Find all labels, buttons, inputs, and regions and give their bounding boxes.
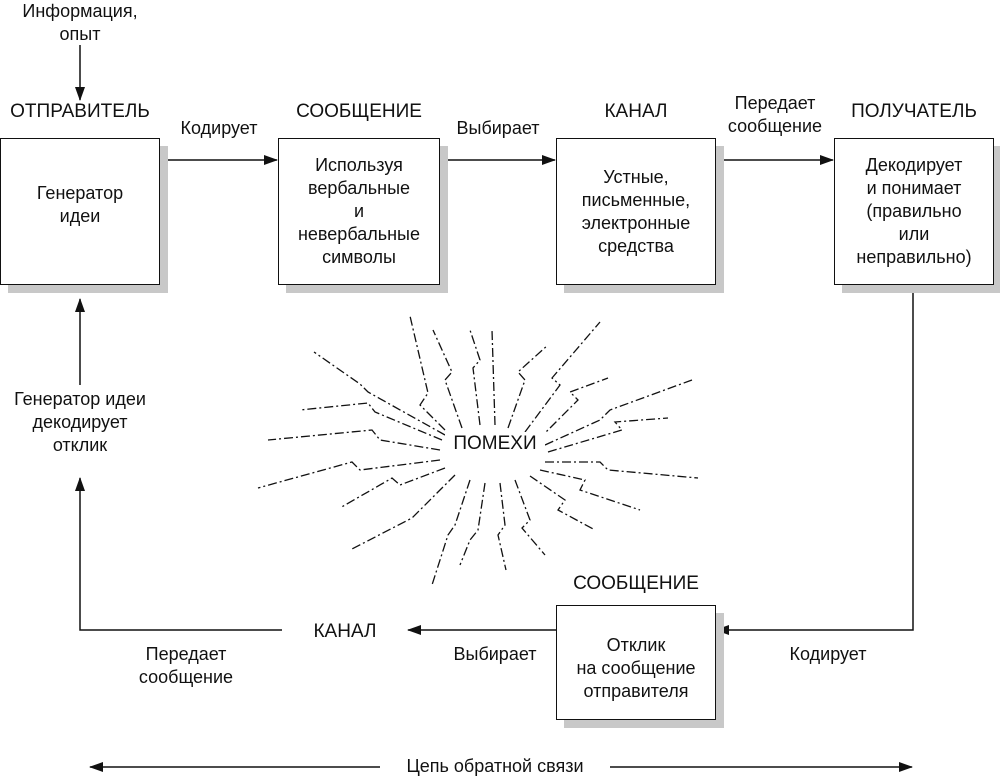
arrow-receiver-to-feedback <box>715 288 914 635</box>
header-feedback-message: СООБЩЕНИЕ <box>573 573 699 594</box>
box-message: Используя вербальные и невербальные симв… <box>278 138 440 285</box>
box-feedback-text: Отклик на сообщение отправителя <box>576 635 696 701</box>
box-receiver: Декодирует и понимает (правильно или неп… <box>834 138 994 285</box>
label-feedback-encodes: Кодирует <box>789 644 867 664</box>
box-receiver-text: Декодирует и понимает (правильно или неп… <box>856 155 972 267</box>
label-feedback-selects: Выбирает <box>453 644 537 664</box>
label-sender-decodes: Генератор идеи декодирует отклик <box>14 389 146 455</box>
label-encodes: Кодирует <box>180 118 258 138</box>
label-transmits: Передает сообщение <box>727 93 823 136</box>
header-sender: ОТПРАВИТЕЛЬ <box>10 101 150 122</box>
box-channel-text: Устные, письменные, электронные средства <box>581 166 691 256</box>
header-feedback-channel: КАНАЛ <box>313 621 377 642</box>
box-message-text: Используя вербальные и невербальные симв… <box>297 155 420 267</box>
noise-label: ПОМЕХИ <box>445 432 545 455</box>
header-message: СООБЩЕНИЕ <box>296 101 422 122</box>
box-feedback: Отклик на сообщение отправителя <box>556 605 716 720</box>
box-sender-text: Генератор идеи <box>36 182 124 226</box>
label-feedback-transmits: Передает сообщение <box>138 644 234 687</box>
input-label: Информация, опыт <box>22 1 138 44</box>
feedback-loop-label: Цепь обратной связи <box>406 756 584 776</box>
box-sender: Генератор идеи <box>0 138 160 285</box>
noise-burst <box>257 315 699 586</box>
header-channel: КАНАЛ <box>604 101 668 122</box>
label-selects: Выбирает <box>456 118 540 138</box>
header-receiver: ПОЛУЧАТЕЛЬ <box>851 101 977 122</box>
arrow-channel-to-sender-bottom <box>75 477 282 631</box>
box-channel: Устные, письменные, электронные средства <box>556 138 716 285</box>
